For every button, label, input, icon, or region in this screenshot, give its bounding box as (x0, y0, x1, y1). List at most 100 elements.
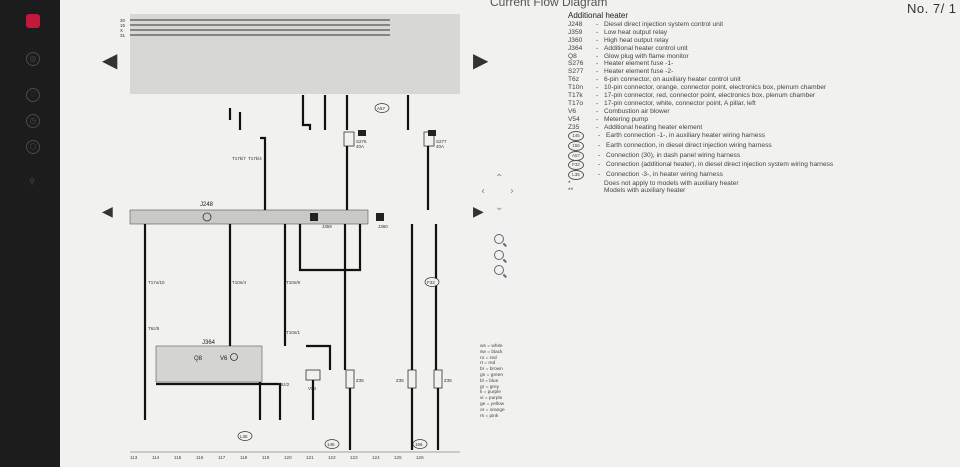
connector-label: T10n/9 (286, 280, 301, 285)
connection-f32-label: F32 (427, 280, 435, 285)
z35-label: Z35 (444, 378, 452, 383)
connector-label: T17o/10 (148, 280, 165, 285)
colour-key-entry: or = orange (480, 407, 505, 413)
app-icon[interactable] (26, 14, 40, 28)
pan-up-icon[interactable]: ⌃ (495, 173, 504, 184)
j359-label: J359 (322, 224, 332, 229)
legend-code: J248 (568, 20, 583, 28)
track-number: 113 (130, 455, 138, 460)
history-icon[interactable]: ◷ (26, 114, 40, 128)
j364-additional-heater-unit (155, 345, 263, 383)
legend-description: Additional heating heater element (604, 123, 703, 131)
track-number: 122 (328, 455, 336, 460)
connection-f32 (424, 277, 440, 287)
box-icon[interactable]: ⬡ (26, 140, 40, 154)
legend-code: J364 (568, 44, 583, 52)
track-number: 120 (284, 455, 292, 460)
heart-icon[interactable]: ♡ (26, 88, 40, 102)
track-number: 118 (240, 455, 248, 460)
connection-156-label: 156 (415, 442, 423, 447)
legend-row: V54-Metering pump (568, 116, 898, 124)
connection-145-label: 145 (327, 442, 335, 447)
legend-description: High heat output relay (604, 36, 669, 44)
next-page-arrow[interactable]: ▶ (473, 48, 489, 72)
colour-key-entry: rs = pink (480, 413, 499, 419)
track-number: 123 (350, 455, 358, 460)
legend-code: ** (568, 187, 574, 195)
zoom-out-icon[interactable] (494, 250, 504, 260)
colour-key-entry: br = brown (480, 367, 503, 373)
z35-label: Z35 (356, 378, 364, 383)
legend-row: A57-Connection (30), in dash panel wirin… (568, 150, 898, 161)
bus-label: 15 (120, 23, 126, 28)
pan-down-icon[interactable]: ⌄ (495, 202, 504, 213)
legend-code: T6z (568, 76, 579, 84)
legend-description: Combustion air blower (604, 107, 670, 115)
z35-heater-element-3 (433, 369, 443, 389)
scroll-right-arrow[interactable]: ▶ (473, 204, 484, 220)
connection-156 (412, 439, 428, 449)
app-rail: ◎ ♡ ◷ ⬡ ⚲ (0, 0, 60, 467)
legend-component-list: J248-Diesel direct injection system cont… (568, 21, 898, 132)
colour-key-entry: ge = yellow (480, 401, 505, 407)
track-number: 115 (174, 455, 182, 460)
j364-label: J364 (202, 340, 216, 346)
bus-area (130, 14, 460, 94)
legend-description: Glow plug with flame monitor (604, 52, 689, 60)
j248-control-unit (129, 209, 369, 225)
legend-description: Connection -3-, in heater wiring harness (606, 170, 723, 178)
s276-label: S276 (356, 139, 367, 144)
legend-row: T10n-10-pin connector, orange, connector… (568, 84, 898, 92)
legend-row: 156-Earth connection, in diesel direct i… (568, 140, 898, 151)
pan-left-icon[interactable]: ‹ (481, 186, 485, 197)
legend-row: T17o-17-pin connector, white, connector … (568, 100, 898, 108)
bus-label: 30 (120, 18, 126, 23)
legend-row: T17k-17-pin connector, red, connector po… (568, 92, 898, 100)
connection-l35 (237, 431, 253, 441)
pan-right-icon[interactable]: › (510, 186, 514, 197)
legend-code: F32 (568, 160, 584, 171)
z35-label: Z35 (396, 378, 404, 383)
legend-description: Connection (30), in dash panel wiring ha… (606, 151, 741, 159)
colour-key-entry: gr = grey (480, 384, 500, 390)
connector-label: T10n/4 (232, 280, 247, 285)
legend-code: T10n (568, 84, 584, 92)
legend-code: S276 (568, 60, 584, 68)
legend-code: S277 (568, 68, 584, 76)
v54-metering-pump (305, 369, 321, 381)
zoom-in-icon[interactable] (494, 234, 504, 244)
legend-row: S277-Heater element fuse -2- (568, 68, 898, 76)
legend-row: 145-Earth connection -1-, in auxiliary h… (568, 131, 898, 142)
previous-page-arrow[interactable]: ◀ (102, 48, 118, 72)
legend-row: J364-Additional heater control unit (568, 45, 898, 53)
track-number: 114 (152, 455, 160, 460)
legend-connection-list: 145-Earth connection -1-, in auxiliary h… (568, 131, 898, 180)
legend-row: J359-Low heat output relay (568, 29, 898, 37)
j360-label: J360 (378, 224, 388, 229)
legend-code: T17k (568, 92, 583, 100)
connector-label: T10n/1 (286, 330, 301, 335)
zoom-fit-icon[interactable] (494, 265, 504, 275)
track-number: 126 (416, 455, 424, 460)
connection-l35-label: L35 (240, 434, 248, 439)
bus-label: 31 (120, 33, 126, 38)
legend-note-list: *Does not apply to models with auxiliary… (568, 180, 898, 196)
connection-a57-label: A57 (377, 106, 386, 111)
scroll-left-arrow[interactable]: ◀ (102, 204, 113, 220)
document-title: Current Flow Diagram (490, 0, 608, 9)
colour-key-entry: rt = red (480, 361, 496, 367)
track-number: 125 (394, 455, 402, 460)
s276-fuse (343, 131, 355, 147)
track-number: 119 (262, 455, 270, 460)
legend-row: **Models with auxiliary heater (568, 187, 898, 195)
legend-code: A57 (568, 150, 584, 161)
connector-label: T17k/4 (248, 156, 262, 161)
legend-row: S276-Heater element fuse -1- (568, 60, 898, 68)
q8-label: Q8 (194, 356, 203, 362)
legend-row: L35-Connection -3-, in heater wiring har… (568, 169, 898, 180)
bulb-icon[interactable]: ⚲ (29, 177, 35, 186)
legend-description: Does not apply to models with auxiliary … (604, 179, 739, 187)
legend-description: Diesel direct injection system control u… (604, 20, 724, 28)
legend-description: Low heat output relay (604, 28, 668, 36)
settings-icon[interactable]: ◎ (26, 52, 40, 66)
